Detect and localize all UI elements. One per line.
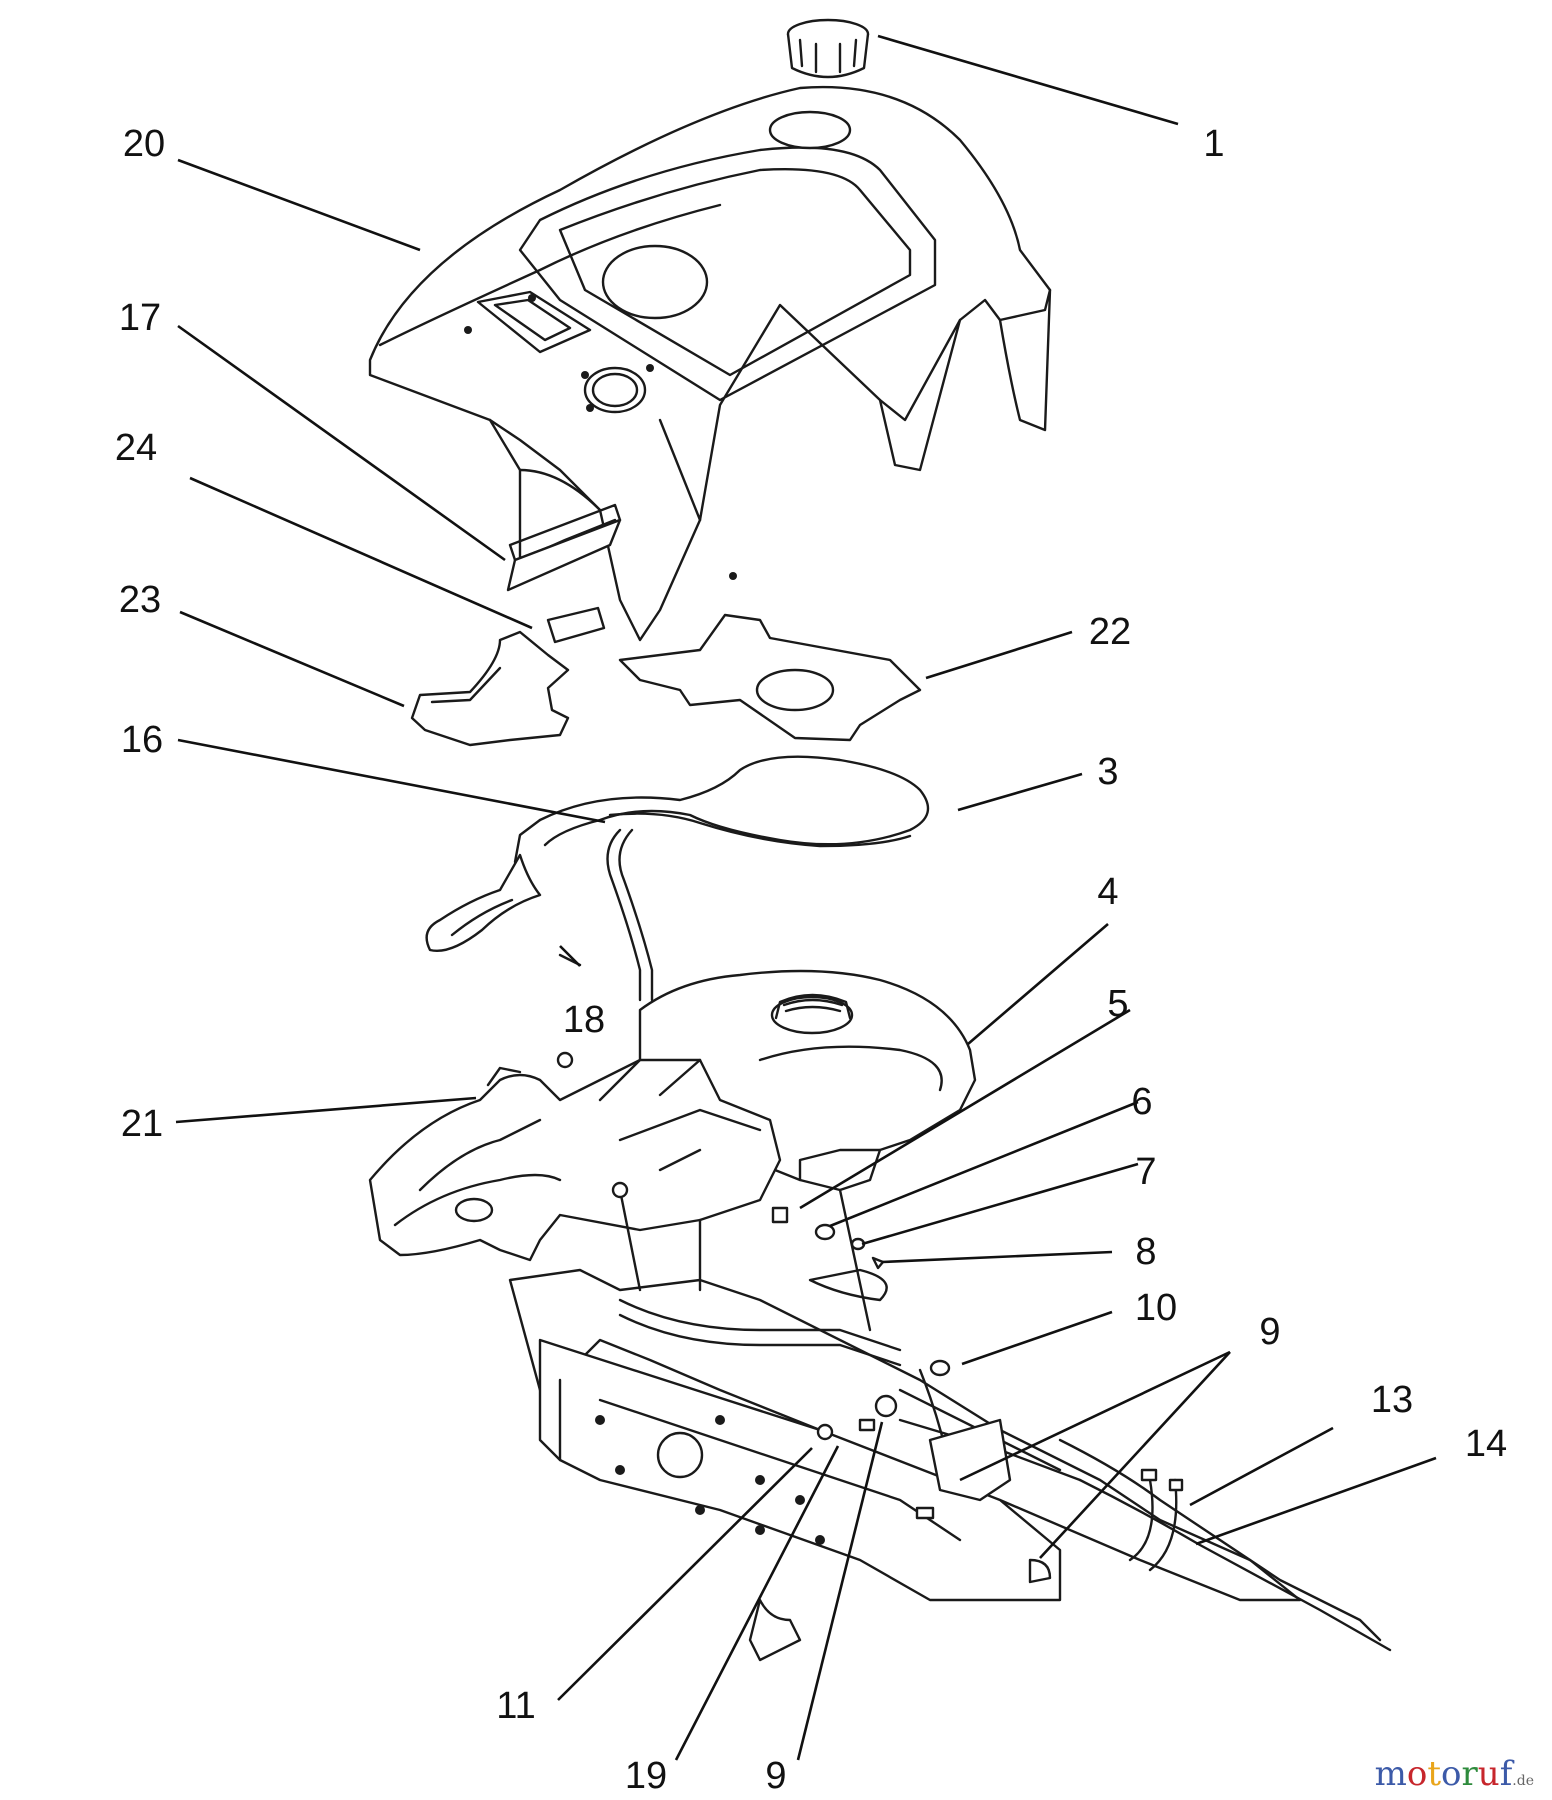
callout-11: 11 bbox=[496, 1685, 535, 1727]
watermark-logo: motoruf.de bbox=[1375, 1754, 1534, 1794]
seat-support bbox=[368, 1058, 782, 1262]
callout-16: 16 bbox=[121, 719, 163, 761]
callout-labels: 1 20 17 24 23 22 16 3 4 18 5 21 6 7 8 10… bbox=[115, 123, 1507, 1797]
callout-20: 20 bbox=[123, 123, 165, 165]
watermark-letter: u bbox=[1477, 1754, 1500, 1794]
side-panel bbox=[506, 518, 622, 592]
callout-13: 13 bbox=[1371, 1379, 1413, 1421]
callout-8: 8 bbox=[1135, 1231, 1156, 1273]
left-insulator bbox=[410, 630, 570, 747]
watermark-letter: t bbox=[1427, 1754, 1442, 1794]
hood-seal bbox=[425, 755, 930, 1002]
callout-9-right: 9 bbox=[1259, 1311, 1280, 1353]
callout-22: 22 bbox=[1089, 611, 1131, 653]
watermark-letter: f bbox=[1499, 1754, 1513, 1794]
hardware-parts bbox=[556, 1051, 1184, 1584]
fuel-cap bbox=[786, 18, 870, 79]
callout-7: 7 bbox=[1135, 1151, 1156, 1193]
callout-21: 21 bbox=[121, 1103, 163, 1145]
right-insulator bbox=[618, 613, 922, 742]
callout-10: 10 bbox=[1135, 1287, 1177, 1329]
callout-5: 5 bbox=[1107, 983, 1128, 1025]
hood bbox=[368, 85, 1052, 642]
callout-23: 23 bbox=[119, 579, 161, 621]
callout-24: 24 bbox=[115, 427, 157, 469]
callout-19: 19 bbox=[625, 1755, 667, 1797]
callout-3: 3 bbox=[1097, 751, 1118, 793]
foam-block bbox=[546, 606, 606, 644]
watermark-letter: r bbox=[1461, 1754, 1478, 1794]
callout-9-bottom: 9 bbox=[765, 1755, 786, 1797]
watermark-letter: o bbox=[1441, 1754, 1462, 1794]
callout-1: 1 bbox=[1203, 123, 1224, 165]
watermark-letter: m bbox=[1374, 1754, 1407, 1794]
watermark-letter: o bbox=[1406, 1754, 1428, 1794]
watermark-suffix: .de bbox=[1512, 1773, 1534, 1789]
watermark-text: motoruf bbox=[1375, 1754, 1513, 1794]
callout-14: 14 bbox=[1465, 1423, 1507, 1465]
chassis-frame bbox=[508, 1188, 1392, 1662]
leader-lines bbox=[175, 34, 1437, 1761]
callout-18: 18 bbox=[563, 999, 605, 1041]
callout-17: 17 bbox=[119, 297, 161, 339]
callout-4: 4 bbox=[1097, 871, 1118, 913]
callout-6: 6 bbox=[1131, 1081, 1152, 1123]
